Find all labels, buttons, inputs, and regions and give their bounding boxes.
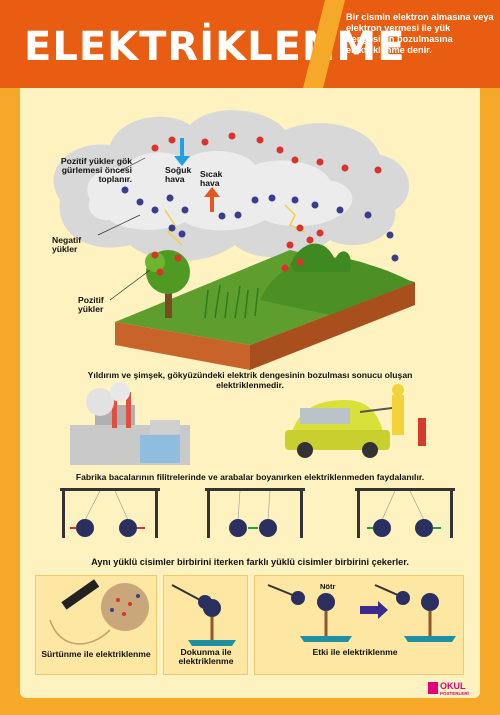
grass (204, 284, 259, 319)
balls-caption: Aynı yüklü cisimler birbirini iterken fa… (91, 557, 409, 567)
label-contact: Dokunma ile elektriklenme (178, 647, 234, 666)
positive-charges-ground (151, 224, 324, 276)
painter (392, 395, 404, 435)
ground-side-left (115, 322, 250, 370)
charged-rod (171, 584, 201, 601)
attract-opposite (205, 488, 305, 538)
tree-trunk (165, 280, 172, 318)
comb (61, 579, 100, 610)
header-description: Bir cismin elektron almasına veya elektr… (346, 12, 494, 55)
label-neutral: Nötr (320, 582, 336, 591)
neutral-ball (317, 593, 335, 611)
page-title: ELEKTRİKLENME (24, 24, 406, 70)
smoke (86, 388, 114, 416)
paint-tank (418, 418, 426, 446)
positive-charges-cloud (151, 132, 382, 174)
car-window (300, 408, 350, 424)
induced-ball (421, 593, 439, 611)
ground-side-right (250, 282, 415, 370)
label-induction: Etki ile elektriklenme (312, 647, 398, 657)
logo-text: OKUL (440, 681, 466, 691)
logo-icon (428, 682, 438, 694)
car-wheel (297, 442, 313, 458)
bush (290, 243, 352, 272)
factory-chimney (112, 388, 117, 428)
contact-box (163, 575, 248, 675)
logo-subtext: POSTERLERİ (440, 691, 469, 696)
label-cold-air: Soğuk hava (165, 165, 192, 184)
label-negative: Negatif yükler (52, 235, 82, 254)
repel-negative (355, 488, 455, 538)
repel-positive (60, 488, 160, 538)
label-friction: Sürtünme ile elektriklenme (41, 649, 151, 659)
contact-ball (203, 599, 221, 617)
label-warm-air: Sıcak hava (200, 169, 223, 188)
scene-caption: Yıldırım ve şimşek, gökyüzündeki elektri… (87, 370, 413, 390)
spray-gun (359, 407, 393, 413)
charged-ball (101, 583, 149, 631)
arrow-icon (360, 601, 388, 619)
header: ELEKTRİKLENME Bir cismin elektron alması… (0, 0, 500, 88)
label-positive-top: Pozitif yükler gök gürlemesi öncesi topl… (60, 156, 132, 184)
negative-charges-cloud (121, 186, 399, 262)
label-positive-bottom: Pozitif yükler (78, 295, 104, 314)
factory-caption: Fabrika bacalarının filitrelerinde ve ar… (75, 472, 425, 482)
